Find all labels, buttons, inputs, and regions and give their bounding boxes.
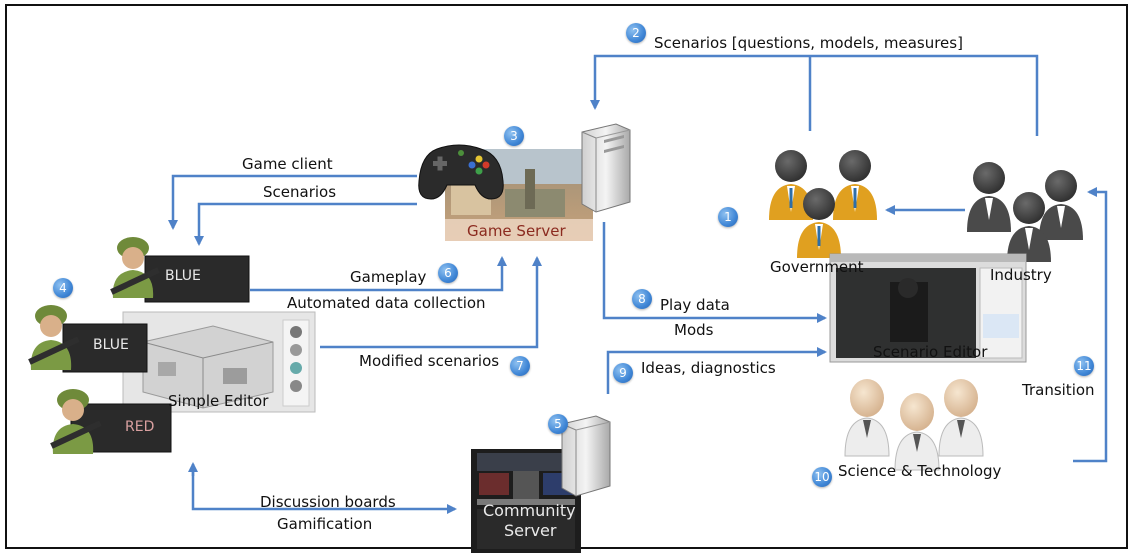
step-badge-4: 4 xyxy=(53,278,73,298)
label-play-data: Play data xyxy=(660,296,730,314)
label-transition: Transition xyxy=(1022,381,1095,399)
step-badge-3: 3 xyxy=(504,126,524,146)
soldier-icon-2 xyxy=(28,305,80,370)
simple-editor-image xyxy=(122,311,316,413)
step-badge-11: 11 xyxy=(1074,356,1094,376)
arrow-gameplay xyxy=(250,256,507,292)
label-discussion: Discussion boards xyxy=(260,493,396,511)
arrow-modified xyxy=(320,256,542,349)
workflow-diagram xyxy=(28,54,1108,553)
label-science: Science & Technology xyxy=(838,462,1002,480)
monitor-label-blue-2: BLUE xyxy=(93,337,129,353)
arrows xyxy=(168,54,1108,514)
label-mods: Mods xyxy=(674,321,714,339)
arrow-scenarios-top xyxy=(590,54,1039,136)
step-badge-9: 9 xyxy=(613,363,633,383)
server-icon-2 xyxy=(561,415,611,497)
step-badge-2: 2 xyxy=(626,23,646,43)
label-scenario-editor: Scenario Editor xyxy=(873,343,988,361)
server-icon xyxy=(581,123,631,213)
label-simple-editor: Simple Editor xyxy=(168,392,269,410)
step-badge-1: 1 xyxy=(718,207,738,227)
monitor-label-blue-1: BLUE xyxy=(165,268,201,284)
label-community: Community xyxy=(483,501,576,520)
label-game-client: Game client xyxy=(242,155,333,173)
label-government: Government xyxy=(770,258,864,276)
arrow-game-client xyxy=(168,174,417,230)
step-badge-5: 5 xyxy=(548,414,568,434)
arrow-play-data xyxy=(602,222,827,323)
label-gamification: Gamification xyxy=(277,515,373,533)
label-scenarios-left: Scenarios xyxy=(263,183,337,201)
soldier-icon-1 xyxy=(110,237,160,298)
arrow-scenarios-left xyxy=(194,202,417,246)
step-badge-8: 8 xyxy=(632,289,652,309)
game-server-image xyxy=(445,149,593,241)
arrow-transition xyxy=(1073,187,1108,463)
monitor-blue-2 xyxy=(62,323,148,373)
step-badge-10: 10 xyxy=(812,467,832,487)
monitor-label-red: RED xyxy=(125,419,155,435)
arrow-discussion xyxy=(191,470,457,514)
label-industry: Industry xyxy=(990,266,1052,284)
label-ideas: Ideas, diagnostics xyxy=(641,359,776,377)
diagram-frame: Scenarios [questions, models, measures] … xyxy=(5,4,1128,553)
arrow-ideas xyxy=(606,347,827,394)
label-automated-data: Automated data collection xyxy=(287,294,486,312)
gamepad-icon xyxy=(418,144,504,200)
soldier-icon-3 xyxy=(50,389,102,454)
industry-people-icon xyxy=(967,162,1083,262)
step-badge-6: 6 xyxy=(438,263,458,283)
label-modified-scenarios: Modified scenarios xyxy=(359,352,500,370)
label-scenarios-top: Scenarios [questions, models, measures] xyxy=(654,34,963,52)
government-people-icon xyxy=(769,150,877,258)
scenario-editor-image xyxy=(829,253,1027,363)
label-server: Server xyxy=(504,521,557,540)
scientists-icon xyxy=(844,379,984,471)
label-game-server: Game Server xyxy=(467,222,566,240)
step-badge-7: 7 xyxy=(510,356,530,376)
monitor-blue-1 xyxy=(144,255,250,303)
label-gameplay: Gameplay xyxy=(350,268,427,286)
